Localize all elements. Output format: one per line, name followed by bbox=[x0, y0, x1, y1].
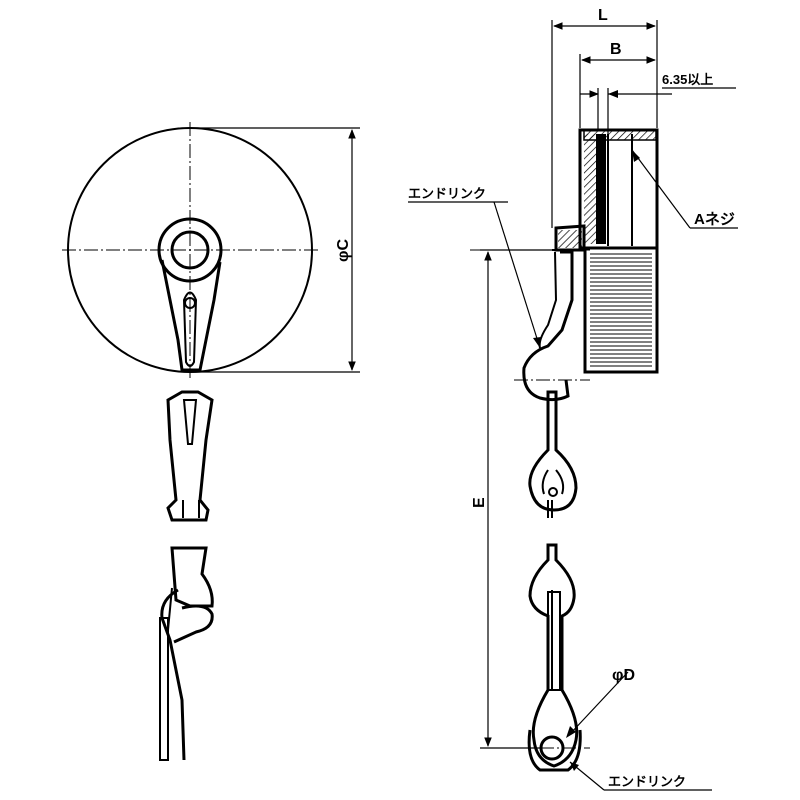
front-chain-upper bbox=[166, 390, 214, 522]
front-end-link-slot bbox=[182, 291, 198, 367]
center-eye-inner bbox=[170, 230, 210, 270]
dim-d-label: φD bbox=[612, 667, 635, 684]
front-end-link bbox=[160, 259, 222, 372]
front-chain-lower bbox=[170, 546, 214, 608]
dim-e-label: E bbox=[471, 497, 488, 508]
side-chain-link-2 bbox=[528, 543, 579, 768]
end-link-top-label: エンドリンク bbox=[408, 186, 486, 201]
front-view: φC bbox=[62, 122, 360, 761]
side-view: L B 6.35以上 Aネジ エンドリンク E φD bbox=[408, 7, 738, 791]
dim-l-label: L bbox=[598, 7, 608, 24]
thread-label: Aネジ bbox=[694, 211, 735, 228]
front-link-hole bbox=[184, 297, 196, 309]
end-link-bottom-label: エンドリンク bbox=[608, 774, 686, 789]
side-chain-link-1 bbox=[528, 390, 578, 512]
center-eye-outer bbox=[157, 217, 223, 283]
front-wire-end bbox=[159, 617, 169, 761]
dim-thread-label: 6.35以上 bbox=[662, 72, 713, 87]
dim-c-label: φC bbox=[335, 239, 352, 262]
front-chain-upper-slot bbox=[182, 399, 198, 445]
dim-b-label: B bbox=[610, 41, 622, 58]
